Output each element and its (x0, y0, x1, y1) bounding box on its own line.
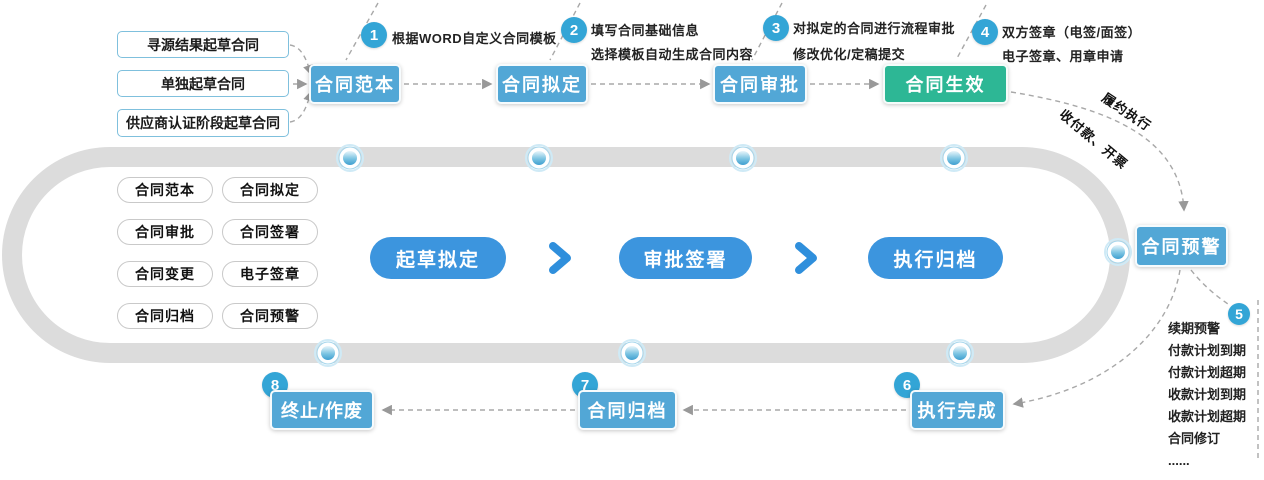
loop-pill-contract-signing: 合同签署 (222, 219, 318, 245)
slant-badge4 (955, 4, 987, 61)
warning-item: 付款计划到期 (1168, 343, 1247, 358)
connector-effective-warning (1010, 91, 1189, 212)
dashed-connectors (289, 2, 1259, 460)
center-step-execute-archive: 执行归档 (868, 237, 1003, 279)
warning-item: 收款计划到期 (1168, 387, 1247, 402)
node-dot-icon (946, 339, 974, 367)
annotation-3-line1: 对拟定的合同进行流程审批 (793, 21, 956, 36)
connector-source1-template (289, 44, 314, 76)
source-box-standalone-draft: 单独起草合同 (117, 70, 289, 97)
warning-item: 续期预警 (1168, 321, 1221, 336)
annotation-2-line1: 填写合同基础信息 (591, 23, 700, 38)
node-dot-icon (618, 339, 646, 367)
annotation-1-line1: 根据WORD自定义合同模板 (392, 31, 557, 46)
slant-badge1 (345, 2, 379, 61)
connector-warning-list (1190, 269, 1229, 305)
stage-contract-warning: 合同预警 (1135, 225, 1228, 267)
source-box-supplier-cert: 供应商认证阶段起草合同 (117, 109, 289, 137)
connector-source3-template (289, 90, 314, 123)
node-dot-icon (336, 144, 364, 172)
node-dot-icon (940, 144, 968, 172)
loop-pill-contract-change: 合同变更 (117, 261, 213, 287)
slant-badge3 (751, 2, 783, 61)
step-badge-2: 2 (561, 17, 587, 43)
stage-contract-effective: 合同生效 (883, 64, 1008, 104)
stage-contract-template: 合同范本 (309, 64, 401, 104)
warning-item: 收款计划超期 (1168, 409, 1247, 424)
center-step-approve-sign: 审批签署 (619, 237, 752, 279)
warning-list: 续期预警 付款计划到期 付款计划超期 收款计划到期 收款计划超期 合同修订 ..… (1168, 318, 1246, 472)
chevron-right-icon (792, 241, 820, 280)
step-badge-1: 1 (361, 22, 387, 48)
stage-terminate-void: 终止/作废 (270, 390, 374, 430)
connector-warning-execdone (1012, 269, 1181, 408)
stage-contract-draft: 合同拟定 (496, 64, 588, 104)
loop-pill-contract-template: 合同范本 (117, 177, 213, 203)
loop-pill-esignature: 电子签章 (222, 261, 318, 287)
annotation-4-line1: 双方签章（电签/面签） (1002, 25, 1142, 40)
chevron-right-icon (546, 241, 574, 280)
warning-item: 付款计划超期 (1168, 365, 1247, 380)
node-dot-icon (729, 144, 757, 172)
center-step-draft: 起草拟定 (370, 237, 506, 279)
loop-pill-contract-draft: 合同拟定 (222, 177, 318, 203)
slant-badge2 (549, 2, 581, 61)
stage-contract-archive: 合同归档 (578, 390, 677, 430)
step-badge-3: 3 (763, 15, 789, 41)
annotation-4-line2: 电子签章、用章申请 (1002, 49, 1124, 64)
annotation-2-line2: 选择模板自动生成合同内容 (591, 47, 754, 62)
node-dot-icon (525, 144, 553, 172)
annotation-3-line2: 修改优化/定稿提交 (793, 47, 906, 62)
node-dot-icon (1104, 238, 1132, 266)
node-dot-icon (314, 339, 342, 367)
warning-item: ...... (1168, 453, 1190, 468)
loop-pill-contract-archive: 合同归档 (117, 303, 213, 329)
loop-pill-contract-approval: 合同审批 (117, 219, 213, 245)
loop-pill-contract-warning: 合同预警 (222, 303, 318, 329)
stage-execution-complete: 执行完成 (910, 390, 1005, 430)
stage-contract-approval: 合同审批 (713, 64, 807, 104)
step-badge-5: 5 (1228, 303, 1250, 325)
step-badge-4: 4 (972, 19, 998, 45)
source-box-sourcing-result: 寻源结果起草合同 (117, 31, 289, 58)
warning-item: 合同修订 (1168, 431, 1221, 446)
track-nodes (314, 144, 1132, 367)
